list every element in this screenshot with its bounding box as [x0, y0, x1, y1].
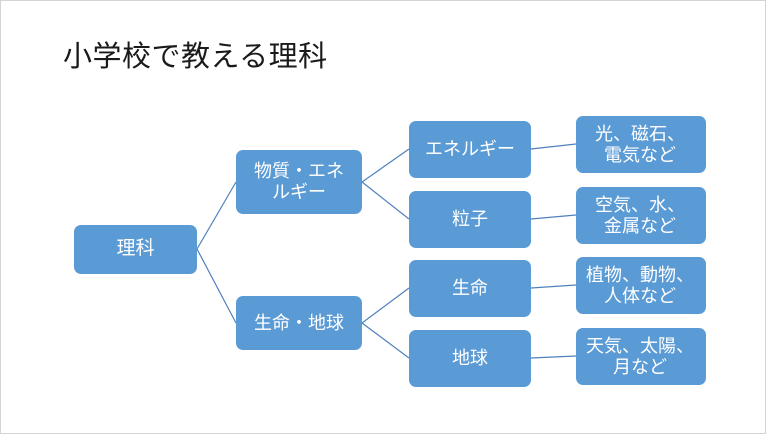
- connector-bio-to-leaf3: [530, 284, 577, 289]
- connector-life-to-bio: [361, 287, 410, 324]
- node-earth-examples[interactable]: 天気、太陽、 月など: [576, 328, 706, 385]
- node-root-science[interactable]: 理科: [74, 225, 197, 274]
- node-label: 粒子: [452, 209, 488, 230]
- node-biology-examples[interactable]: 植物、動物、 人体など: [576, 257, 706, 314]
- connector-life-to-earth: [361, 322, 410, 359]
- connector-matter-to-particle: [361, 181, 410, 220]
- connector-earth-to-leaf4: [530, 355, 577, 359]
- node-life-earth[interactable]: 生命・地球: [236, 296, 362, 350]
- node-label: 生命・地球: [254, 312, 344, 333]
- node-label: 理科: [116, 238, 155, 260]
- node-biology[interactable]: 生命: [409, 260, 531, 317]
- node-label: 植物、動物、 人体など: [586, 264, 694, 306]
- node-energy-examples[interactable]: 光、磁石、 電気など: [576, 116, 706, 173]
- connector-root-to-life: [196, 248, 237, 324]
- node-label: 地球: [452, 348, 488, 369]
- node-particle[interactable]: 粒子: [409, 191, 531, 248]
- node-label: 生命: [452, 278, 488, 299]
- connector-particle-to-leaf2: [530, 214, 577, 220]
- page-title: 小学校で教える理科: [63, 41, 328, 73]
- connector-energy-to-leaf1: [530, 143, 577, 150]
- node-label: 空気、水、 金属など: [595, 194, 685, 236]
- connector-matter-to-energy: [361, 148, 410, 183]
- node-matter-energy[interactable]: 物質・エネ ルギー: [236, 150, 362, 214]
- connector-root-to-matter: [196, 181, 237, 250]
- node-particle-examples[interactable]: 空気、水、 金属など: [576, 187, 706, 244]
- node-label: 天気、太陽、 月など: [586, 335, 694, 377]
- node-label: 光、磁石、 電気など: [595, 123, 685, 165]
- node-energy[interactable]: エネルギー: [409, 121, 531, 178]
- node-label: 物質・エネ ルギー: [254, 161, 344, 202]
- node-label: エネルギー: [425, 139, 515, 160]
- node-earth[interactable]: 地球: [409, 330, 531, 387]
